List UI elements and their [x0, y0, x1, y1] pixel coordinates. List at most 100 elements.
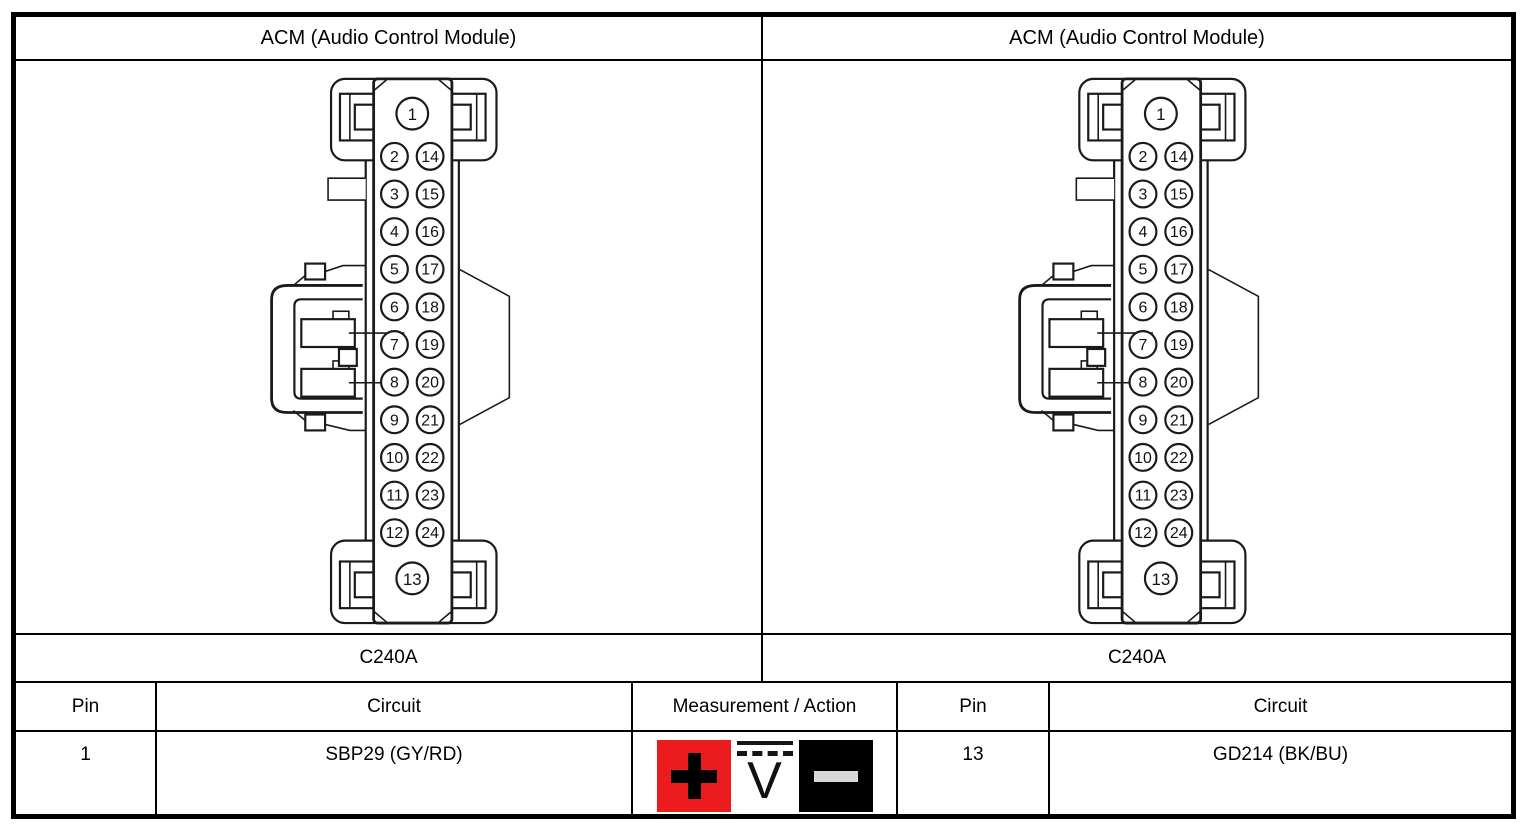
pin-20-label: 20 [421, 375, 439, 392]
positive-probe-icon [656, 740, 731, 812]
pin-2-label: 2 [390, 149, 399, 166]
pin-13-circle [1143, 561, 1178, 596]
pin-17-label: 17 [1170, 262, 1188, 279]
pin-15-circle [415, 179, 445, 209]
pin-15-label: 15 [1170, 186, 1188, 203]
pin-22-circle [1164, 442, 1194, 472]
pin-23-circle [1164, 480, 1194, 510]
pin-1-label: 1 [1156, 105, 1165, 124]
pin-3-label: 3 [390, 186, 399, 203]
pin-22-circle [415, 442, 445, 472]
panel-title-right: ACM (Audio Control Module) [1009, 26, 1265, 49]
pin-24-circle [415, 518, 445, 548]
col-header-pin-right: Pin [898, 683, 1050, 730]
pin-7-circle [1128, 330, 1158, 360]
pin-7-label: 7 [390, 337, 399, 354]
col-header-circuit-right: Circuit [1253, 695, 1308, 717]
pin-16-circle [415, 217, 445, 247]
header-row: ACM (Audio Control Module) ACM (Audio Co… [16, 17, 1511, 61]
pin-5-label: 5 [390, 262, 399, 279]
pin-23-label: 23 [1170, 488, 1188, 505]
pin-10-label: 10 [386, 450, 404, 467]
pin-16-label: 16 [1170, 224, 1188, 241]
pin-8-label: 8 [390, 375, 399, 392]
pin-18-circle [1164, 292, 1194, 322]
pin-14-label: 14 [421, 149, 439, 166]
pin-4-circle [379, 217, 409, 247]
pin-3-label: 3 [1139, 186, 1148, 203]
pin-21-label: 21 [1170, 412, 1188, 429]
pin-11-circle [379, 480, 409, 510]
pin-2-circle [1128, 141, 1158, 171]
pin-22-label: 22 [1170, 450, 1188, 467]
pin-13-label: 13 [1151, 570, 1170, 589]
pin-20-circle [1164, 367, 1194, 397]
pin-24-label: 24 [1170, 525, 1188, 542]
pin-21-circle [415, 405, 445, 435]
col-header-pin-left: Pin [16, 683, 157, 730]
connector-label-row: C240A C240A [16, 635, 1511, 683]
circuit-value-right: GD214 (BK/BU) [1212, 744, 1349, 765]
pin-24-circle [1164, 518, 1194, 548]
pin-13-circle [395, 561, 430, 596]
pin-6-label: 6 [1139, 299, 1148, 316]
pin-12-label: 12 [386, 525, 404, 542]
pin-21-label: 21 [421, 412, 439, 429]
pin-18-circle [415, 292, 445, 322]
diagram-frame: ACM (Audio Control Module) ACM (Audio Co… [11, 12, 1516, 819]
pin-17-circle [1164, 254, 1194, 284]
connector-label-left: C240A [359, 647, 418, 668]
col-header-circuit-left: Circuit [157, 683, 633, 730]
plus-glyph-vertical [687, 753, 701, 799]
pin-value-right: 13 [898, 732, 1050, 814]
pin-10-circle [1128, 442, 1158, 472]
connector-label-right: C240A [1107, 647, 1167, 668]
measurement-icons: V [656, 740, 873, 812]
pin-11-label: 11 [386, 488, 403, 505]
dc-voltage-icon: V [735, 740, 795, 812]
pin-4-circle [1128, 217, 1158, 247]
pin-4-label: 4 [1139, 224, 1148, 241]
pin-1-label: 1 [408, 105, 417, 124]
pin-8-circle [1128, 367, 1158, 397]
connector-label-cell-right: C240A [763, 635, 1511, 681]
panel-header-left: ACM (Audio Control Module) [16, 17, 763, 59]
pin-12-circle [379, 518, 409, 548]
pin-7-circle [379, 330, 409, 360]
pin-24-label: 24 [421, 525, 439, 542]
minus-glyph [813, 771, 858, 782]
pin-7-label: 7 [1139, 337, 1148, 354]
pin-18-label: 18 [1170, 299, 1188, 316]
table-header-row: Pin Circuit Measurement / Action Pin Cir… [16, 683, 1511, 732]
pin-5-label: 5 [1139, 262, 1148, 279]
circuit-value-left: SBP29 (GY/RD) [157, 732, 633, 814]
negative-probe-icon [798, 740, 873, 812]
pin-9-label: 9 [1139, 412, 1148, 429]
col-header-measurement: Measurement / Action [633, 683, 898, 730]
pin-23-label: 23 [421, 488, 439, 505]
dc-dashed-line [736, 751, 793, 756]
pin-8-label: 8 [1139, 375, 1148, 392]
pin-13-label: 13 [403, 570, 422, 589]
pin-14-circle [415, 141, 445, 171]
pin-12-label: 12 [1134, 525, 1152, 542]
dc-solid-line [736, 741, 793, 745]
panel-title-left: ACM (Audio Control Module) [260, 26, 517, 49]
pin-3-circle [1128, 179, 1158, 209]
pin-6-circle [379, 292, 409, 322]
pin-19-label: 19 [1170, 337, 1188, 354]
pin-11-label: 11 [1135, 488, 1152, 505]
pin-3-circle [379, 179, 409, 209]
connector-label-cell-left: C240A [16, 635, 763, 681]
pin-2-label: 2 [1139, 149, 1148, 166]
pin-1-circle [395, 96, 430, 131]
pin-21-circle [1164, 405, 1194, 435]
pin-15-circle [1164, 179, 1194, 209]
